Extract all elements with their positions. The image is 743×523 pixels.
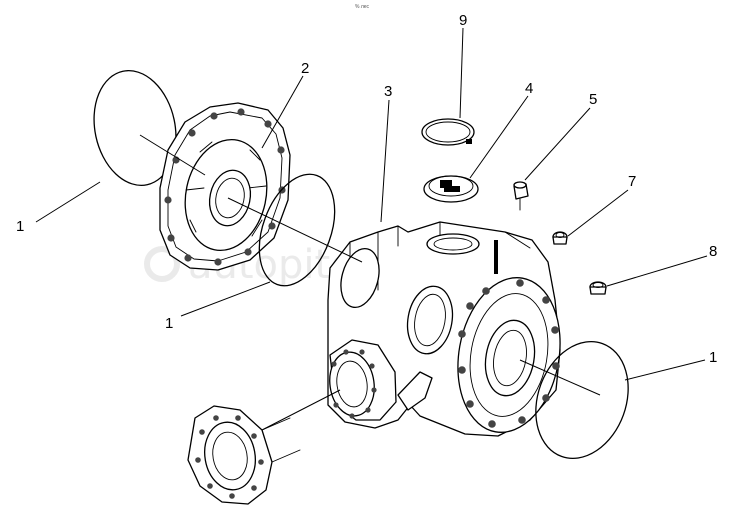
leader-plug-upper xyxy=(567,189,629,237)
plug-upper-part xyxy=(552,231,568,245)
callout-o-ring-left: 1 xyxy=(16,218,24,235)
output-flange-holes xyxy=(195,415,264,499)
input-flange-holes xyxy=(331,349,377,419)
washer-part xyxy=(423,175,479,203)
leader-plug-lower xyxy=(606,255,708,287)
callout-labels: 1 2 3 4 5 7 8 9 1 1 xyxy=(16,12,717,366)
callout-housing: 3 xyxy=(384,83,392,100)
callout-washer: 4 xyxy=(525,80,533,97)
callout-bleeder: 5 xyxy=(589,91,597,108)
leader-o-ring-middle xyxy=(180,197,363,317)
callout-plug-upper: 7 xyxy=(628,173,636,190)
plug-lower-part xyxy=(589,281,607,295)
bleeder-part xyxy=(513,181,529,211)
leader-snap-ring xyxy=(459,27,464,119)
leader-bleeder xyxy=(524,107,591,181)
leader-cover xyxy=(261,75,304,149)
corner-mark: % лес xyxy=(355,4,370,10)
callout-snap-ring: 9 xyxy=(459,12,467,29)
housing-flange-holes xyxy=(458,279,560,428)
cover-plate xyxy=(159,102,291,271)
callout-o-ring-right: 1 xyxy=(709,349,717,366)
leader-washer xyxy=(469,95,529,179)
o-ring-left-part xyxy=(93,70,177,186)
leader-lines xyxy=(35,27,708,431)
leader-output-flange xyxy=(261,389,341,431)
callout-o-ring-middle: 1 xyxy=(165,315,173,332)
housing-part xyxy=(327,221,561,437)
callout-plug-lower: 8 xyxy=(709,243,717,260)
leader-o-ring-left xyxy=(35,134,206,223)
callout-cover: 2 xyxy=(301,60,309,77)
o-ring-middle-part xyxy=(258,173,336,287)
snap-ring-part xyxy=(421,118,475,146)
leader-o-ring-right xyxy=(519,359,706,396)
leader-housing xyxy=(380,99,390,223)
o-ring-right-part xyxy=(535,340,629,460)
output-flange-part xyxy=(187,405,301,505)
